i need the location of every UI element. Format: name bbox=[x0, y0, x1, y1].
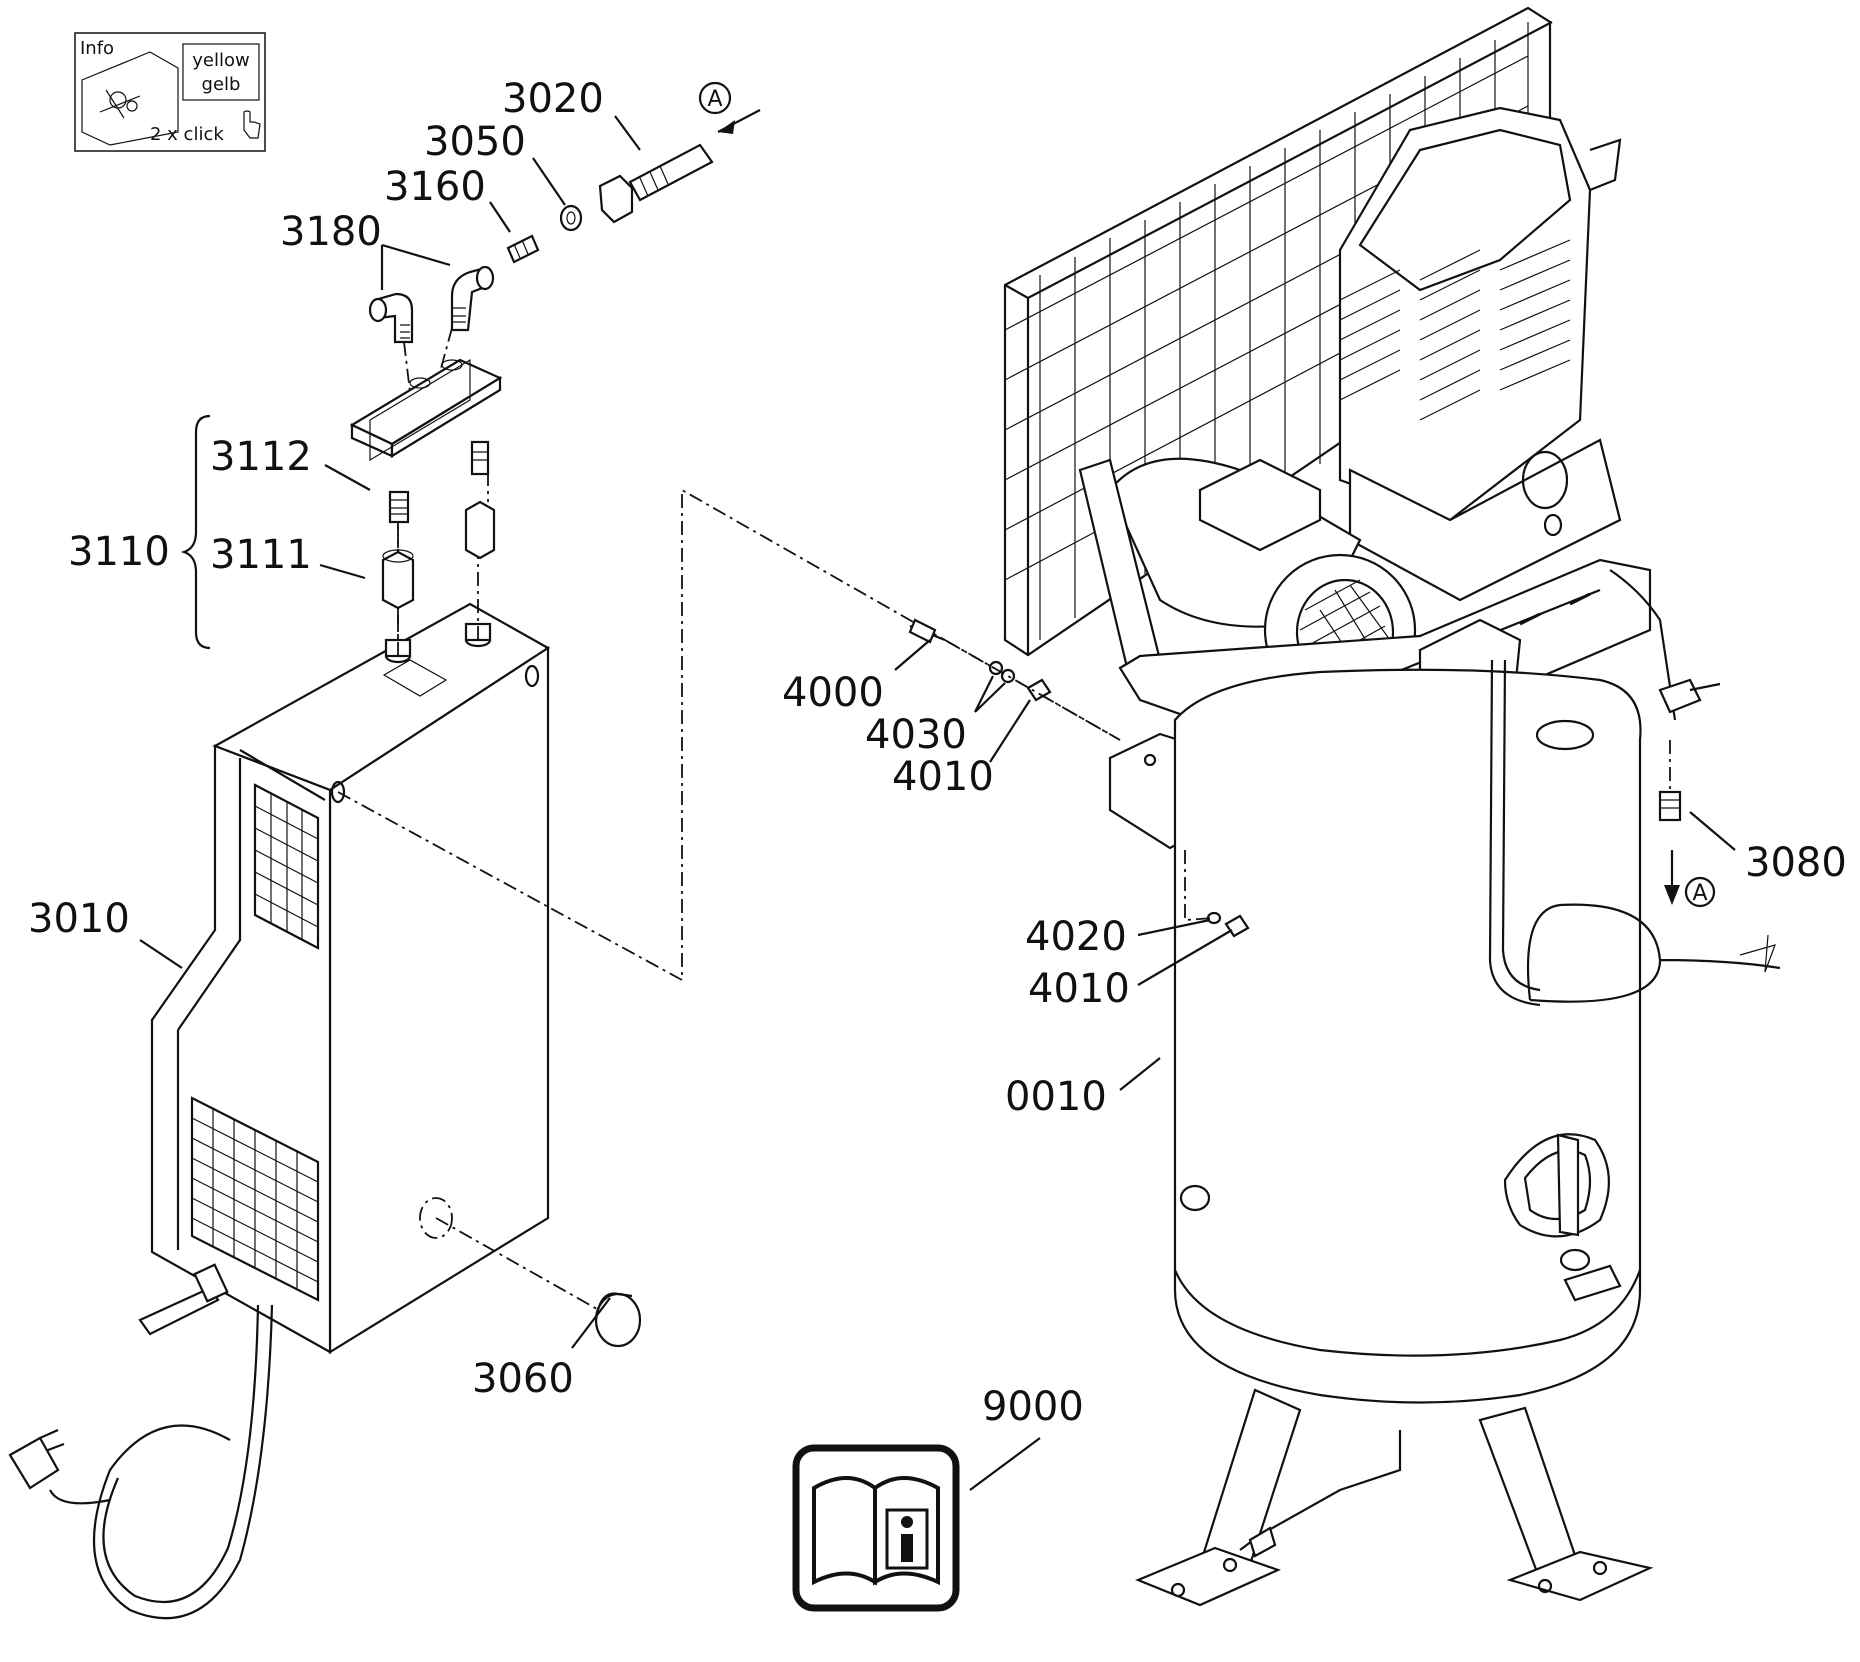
power-plug bbox=[8, 1428, 65, 1490]
info-thumbnail-icon bbox=[81, 51, 179, 146]
info-manual-icon bbox=[792, 1444, 960, 1612]
info-color-de: gelb bbox=[202, 74, 241, 95]
power-cable bbox=[49, 1304, 274, 1620]
callout-4020: 4020 bbox=[1025, 914, 1127, 960]
callout-0010: 0010 bbox=[1005, 1074, 1107, 1120]
callout-3112: 3112 bbox=[210, 434, 312, 480]
callout-3080: 3080 bbox=[1745, 840, 1847, 886]
drain-valve bbox=[138, 1263, 229, 1336]
marker-a-right: A bbox=[1692, 881, 1707, 906]
callout-3160: 3160 bbox=[384, 164, 486, 210]
assembly-dash-line bbox=[337, 488, 1121, 982]
info-box[interactable]: Info yellow gelb 2 x click bbox=[74, 32, 266, 152]
callout-4010-upper: 4010 bbox=[892, 754, 994, 800]
leader-lines bbox=[139, 115, 1736, 1491]
callout-4000: 4000 bbox=[782, 670, 884, 716]
group-bracket bbox=[180, 414, 211, 650]
callout-3020: 3020 bbox=[502, 76, 604, 122]
hose-coil bbox=[1526, 903, 1781, 1003]
callout-3111: 3111 bbox=[210, 532, 312, 578]
info-color-en: yellow bbox=[192, 50, 249, 71]
compressor-head bbox=[1338, 106, 1622, 522]
callout-3060: 3060 bbox=[472, 1356, 574, 1402]
callout-3180: 3180 bbox=[280, 209, 382, 255]
info-box-title: Info bbox=[80, 38, 114, 59]
elbow-left bbox=[368, 292, 414, 344]
vent-grid-lower bbox=[190, 1096, 320, 1302]
dryer-unit-3010 bbox=[8, 602, 551, 1620]
fittings-group bbox=[349, 143, 714, 640]
info-hint: 2 x click bbox=[150, 124, 224, 145]
elbow-right bbox=[450, 265, 495, 332]
vent-grid-upper bbox=[253, 783, 320, 950]
callout-3110: 3110 bbox=[68, 529, 170, 575]
callout-3050: 3050 bbox=[424, 119, 526, 165]
air-tank-0010 bbox=[908, 618, 1781, 1607]
hand-pointer-icon bbox=[243, 110, 261, 139]
callout-4030: 4030 bbox=[865, 712, 967, 758]
callout-3010: 3010 bbox=[28, 896, 130, 942]
callout-9000: 9000 bbox=[982, 1384, 1084, 1430]
cap-3060 bbox=[594, 1292, 642, 1348]
marker-a-top: A bbox=[707, 87, 722, 112]
callout-4010-lower: 4010 bbox=[1028, 966, 1130, 1012]
